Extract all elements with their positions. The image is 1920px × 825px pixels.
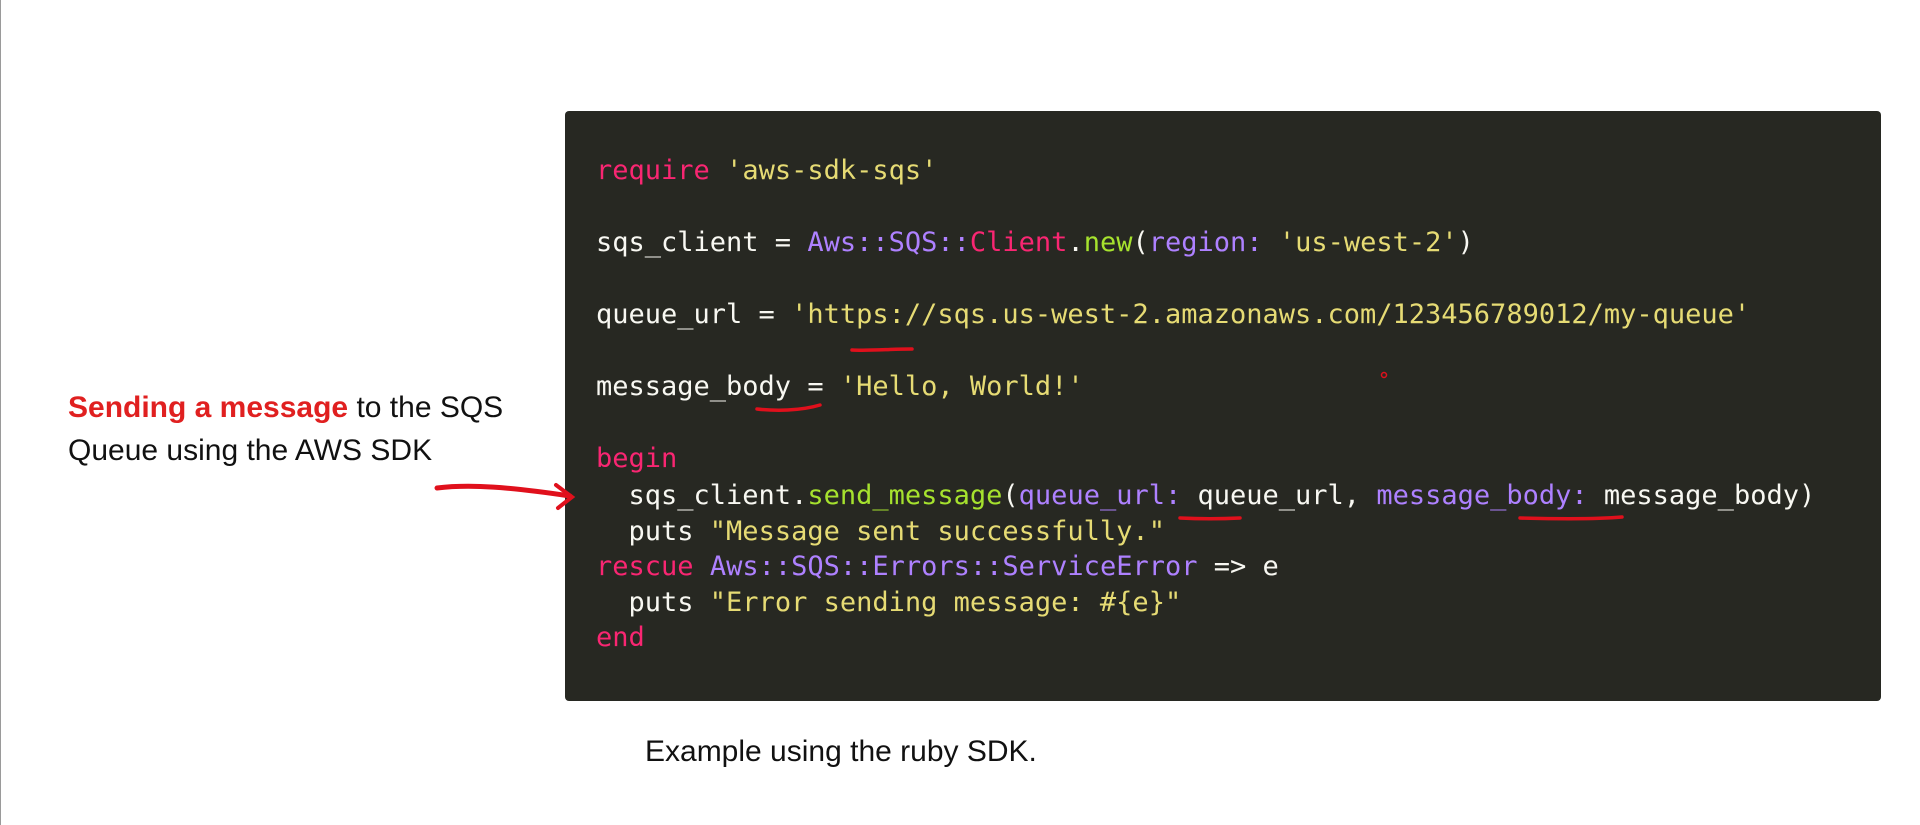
code-token: 'Hello, World!' [839, 371, 1084, 402]
note-line2: Queue using the AWS SDK [68, 434, 433, 467]
code-token: send_message [807, 480, 1003, 511]
code-token: require [596, 155, 710, 186]
code-token [694, 551, 710, 582]
code-token: Aws::SQS::Errors::ServiceError [709, 551, 1198, 582]
code-token: queue_url, [1181, 480, 1377, 511]
code-token: => e [1197, 551, 1279, 582]
code-token: message_body: [1376, 480, 1588, 511]
code-token: message_body = [596, 371, 840, 402]
code-token: "Message sent successfully." [709, 516, 1165, 547]
code-token [710, 155, 726, 186]
code-token: ( [1002, 480, 1019, 511]
code-line: message_body = 'Hello, World!' [596, 369, 1084, 405]
note-rest: to the SQS [348, 391, 504, 424]
code-token: puts [596, 516, 710, 547]
code-token: "Error sending message: #{e}" [709, 587, 1182, 618]
code-line: queue_url = 'https://sqs.us-west-2.amazo… [596, 297, 1750, 333]
code-token: rescue [596, 551, 694, 582]
code-token: Client [969, 227, 1068, 258]
code-token: sqs_client = [596, 227, 808, 258]
code-token: ) [1457, 227, 1474, 258]
caption: Example using the ruby SDK. [645, 735, 1037, 768]
annotation-note: Sending a message to the SQS Queue using… [68, 386, 538, 472]
code-token: queue_url = [596, 299, 792, 330]
code-token: queue_url: [1018, 480, 1182, 511]
code-token: end [596, 622, 645, 653]
code-token: region: [1148, 227, 1263, 258]
code-line: puts "Error sending message: #{e}" [596, 585, 1182, 621]
code-line: sqs_client = Aws::SQS::Client.new(region… [596, 225, 1474, 261]
code-token: ( [1132, 227, 1149, 258]
code-token: message_body) [1587, 480, 1816, 511]
code-line: require 'aws-sdk-sqs' [596, 153, 937, 189]
note-emphasis: Sending a message [68, 391, 349, 424]
code-token: 'https://sqs.us-west-2.amazonaws.com/123… [791, 299, 1751, 330]
code-line: begin [596, 441, 677, 477]
code-token: . [1067, 227, 1084, 258]
code-block: require 'aws-sdk-sqs' sqs_client = Aws::… [565, 111, 1881, 701]
code-token: 'us-west-2' [1278, 227, 1458, 258]
code-token: new [1083, 227, 1133, 258]
hand-drawn-arrow [434, 483, 573, 499]
code-token: puts [596, 587, 710, 618]
code-token [1263, 227, 1279, 258]
code-line: rescue Aws::SQS::Errors::ServiceError =>… [596, 549, 1279, 585]
code-token: 'aws-sdk-sqs' [726, 155, 938, 186]
code-line: puts "Message sent successfully." [596, 514, 1165, 550]
code-token: Aws::SQS:: [807, 227, 970, 258]
page-left-border [0, 0, 1, 825]
code-line: sqs_client.send_message(queue_url: queue… [596, 478, 1816, 514]
code-line: end [596, 620, 645, 656]
code-token: begin [596, 443, 678, 474]
code-token: sqs_client. [596, 480, 808, 511]
